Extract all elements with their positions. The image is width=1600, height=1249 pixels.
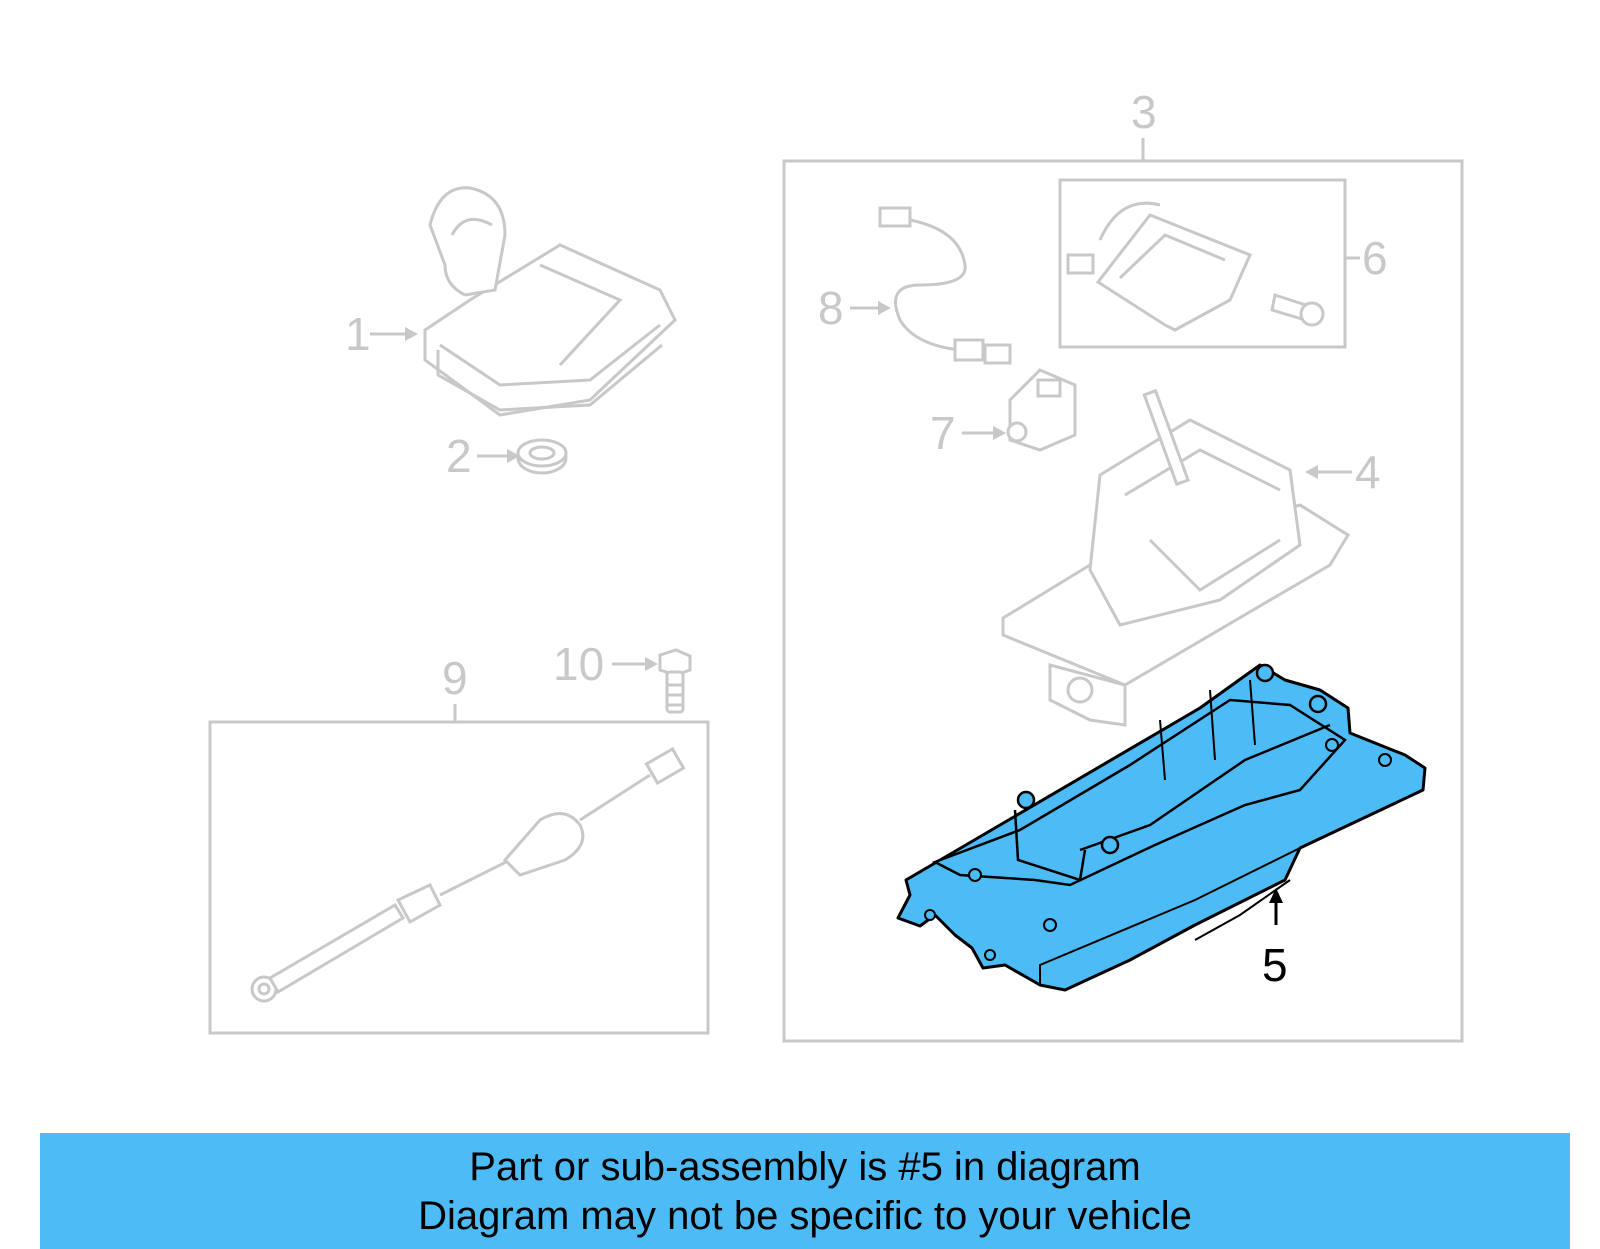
callout-10: 10 [553, 638, 658, 690]
banner-line-2: Diagram may not be specific to your vehi… [418, 1194, 1192, 1238]
sub-box-6 [1058, 178, 1347, 349]
assembly-box-9 [208, 720, 710, 1035]
callout-4: 4 [1305, 446, 1381, 498]
svg-text:7: 7 [930, 407, 956, 459]
part-6-indicator-cover[interactable] [1066, 201, 1325, 332]
part-2-grommet[interactable] [516, 438, 568, 475]
assembly-box-3 [782, 159, 1464, 1043]
svg-text:5: 5 [1262, 939, 1288, 991]
callout-8: 8 [818, 282, 891, 334]
callout-1: 1 [345, 308, 418, 360]
info-banner: Part or sub-assembly is #5 in diagram Di… [40, 1133, 1570, 1249]
part-9-shift-cable[interactable] [250, 746, 686, 1003]
svg-text:1: 1 [345, 308, 371, 360]
callout-2: 2 [446, 430, 520, 482]
svg-text:10: 10 [553, 638, 604, 690]
banner-line-1: Part or sub-assembly is #5 in diagram [469, 1145, 1141, 1189]
svg-text:4: 4 [1355, 446, 1381, 498]
svg-text:8: 8 [818, 282, 844, 334]
part-8-wire-harness[interactable] [878, 206, 1012, 365]
callout-9: 9 [442, 652, 468, 704]
callout-6: 6 [1362, 232, 1388, 284]
callout-7: 7 [930, 407, 1006, 459]
part-10-bolt[interactable] [658, 648, 692, 714]
part-1-shift-knob-boot[interactable] [423, 186, 677, 417]
callout-3: 3 [1131, 86, 1157, 138]
part-7-switch[interactable] [1006, 368, 1077, 452]
part-4-shifter-mechanism[interactable] [1001, 388, 1351, 727]
part-5-housing-highlighted[interactable] [896, 663, 1427, 992]
callout-5: 5 [1262, 888, 1288, 991]
svg-text:2: 2 [446, 430, 472, 482]
